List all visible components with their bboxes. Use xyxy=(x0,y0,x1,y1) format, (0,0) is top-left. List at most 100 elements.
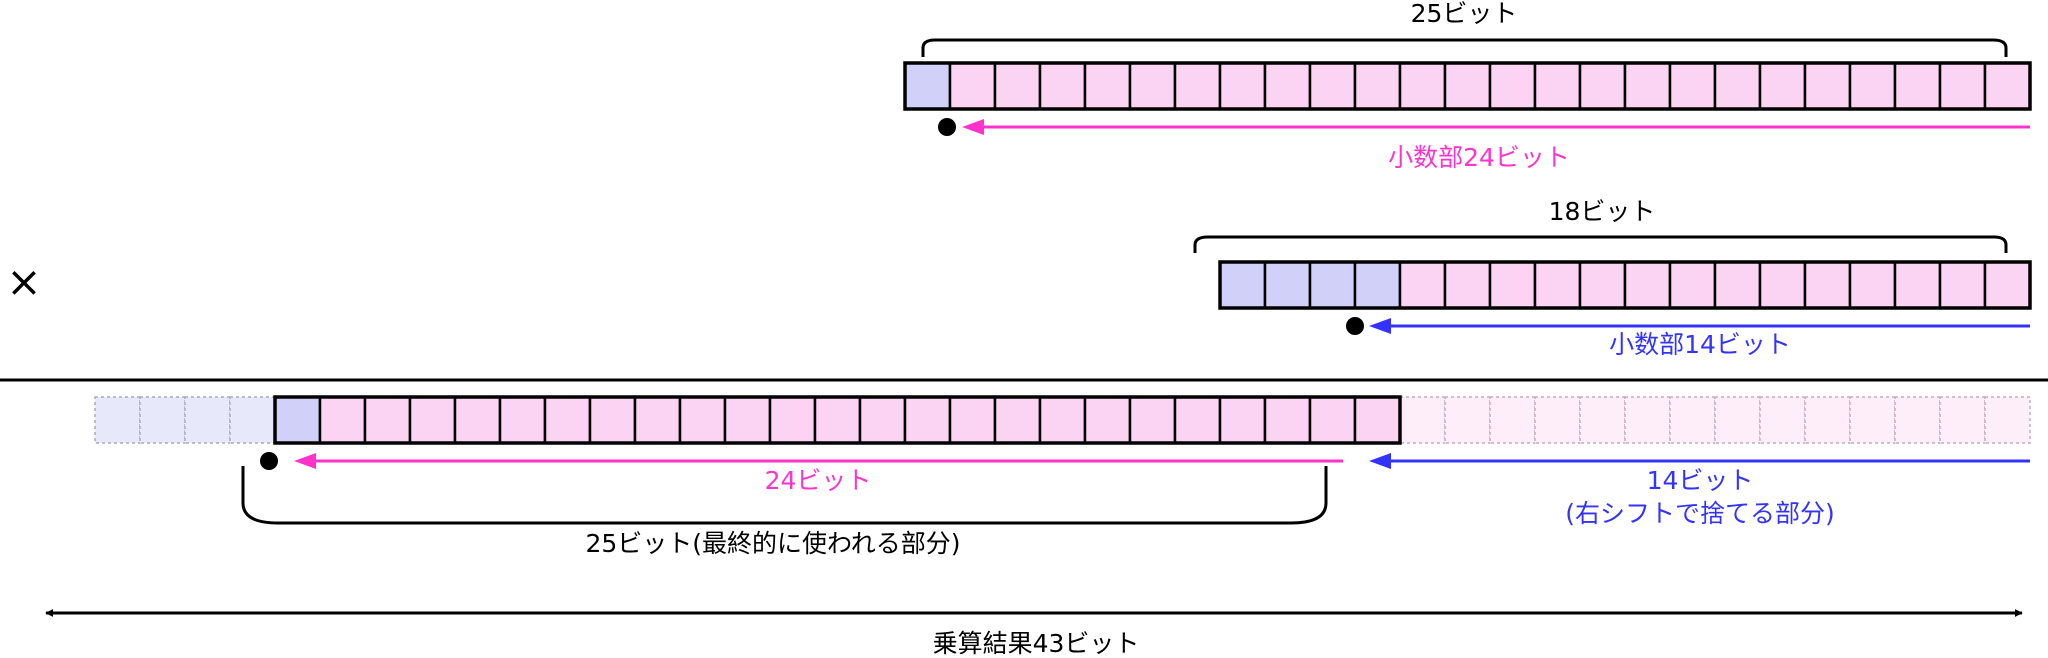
operand-b-fraction-bit-cell xyxy=(1713,260,1762,310)
result-kept-fraction-arrow xyxy=(294,453,1343,469)
operand-a-fraction-arrow xyxy=(962,119,2030,135)
operand-b-fraction-bit-cell xyxy=(1803,260,1852,310)
result-kept-fraction-bit-cell xyxy=(723,395,772,445)
result-kept-fraction-bit-cell xyxy=(813,395,862,445)
operand-a: 25ビット 小数部24ビット xyxy=(903,0,2032,172)
result-unused-integer-bit-cell xyxy=(139,396,186,444)
operand-a-fraction-bit-cell xyxy=(1758,61,1807,111)
result-kept-fraction-label: 24ビット xyxy=(765,466,872,495)
result-discarded-label-line1: 14ビット xyxy=(1647,466,1754,495)
operand-a-fraction-bit-cell xyxy=(1218,61,1267,111)
result-kept-fraction-bit-cell xyxy=(588,395,637,445)
result-discarded-fraction-bit-cell xyxy=(1534,396,1581,444)
operand-b-fraction-bit-cell xyxy=(1848,260,1897,310)
operand-a-fraction-bit-cell xyxy=(1938,61,1987,111)
result-kept-fraction-bit-cell xyxy=(948,395,997,445)
operand-b-fraction-bit-cell xyxy=(1893,260,1942,310)
operand-a-fraction-bit-cell xyxy=(1128,61,1177,111)
result-kept-register-outline xyxy=(273,395,1402,445)
result-kept-fraction-bit-cell xyxy=(633,395,682,445)
operand-a-fraction-bit-cell xyxy=(1308,61,1357,111)
result-kept-fraction-bit-cell xyxy=(1218,395,1267,445)
result-kept-fraction-bit-cell xyxy=(1128,395,1177,445)
operand-a-fraction-bit-cell xyxy=(1848,61,1897,111)
operand-b-fraction-bit-cell xyxy=(1623,260,1672,310)
result-unused-integer-bit-cell xyxy=(94,396,141,444)
operand-a-fraction-label: 小数部24ビット xyxy=(1388,143,1570,172)
result-kept-fraction-bit-cell xyxy=(363,395,412,445)
result-kept-integer-bit-cell xyxy=(273,395,322,445)
operand-a-fraction-bit-cell xyxy=(1173,61,1222,111)
result-discarded-fraction-bit-cell xyxy=(1894,396,1941,444)
operand-a-fraction-bit-cell xyxy=(1443,61,1492,111)
operand-a-fraction-bit-cell xyxy=(1353,61,1402,111)
operand-b-integer-bit-cell xyxy=(1263,260,1312,310)
operand-b-brace-label: 18ビット xyxy=(1549,197,1656,226)
result-kept-fraction-bit-cell xyxy=(1173,395,1222,445)
result-discarded-fraction-bit-cell xyxy=(1984,396,2031,444)
result-discarded-fraction-bit-cell xyxy=(1624,396,1671,444)
operand-a-fraction-bit-cell xyxy=(948,61,997,111)
operand-a-fraction-bit-cell xyxy=(1983,61,2032,111)
result-kept-fraction-bit-cell xyxy=(453,395,502,445)
result-kept-fraction-bit-cell xyxy=(1308,395,1357,445)
result: 24ビット 14ビット (右シフトで捨てる部分) 25ビット(最終的に使われる部… xyxy=(45,395,2031,658)
result-discarded-fraction-bit-cell xyxy=(1444,396,1491,444)
result-kept-fraction-bit-cell xyxy=(498,395,547,445)
operand-a-fraction-bit-cell xyxy=(1398,61,1447,111)
operand-a-fraction-bit-cell xyxy=(1083,61,1132,111)
operand-b: 18ビット 小数部14ビット xyxy=(1193,197,2032,359)
result-unused-integer-bit-cell xyxy=(184,396,231,444)
operand-b-fraction-bit-cell xyxy=(1578,260,1627,310)
result-discarded-fraction-bit-cell xyxy=(1939,396,1986,444)
result-discarded-fraction-bit-cell xyxy=(1669,396,1716,444)
operand-a-fraction-bit-cell xyxy=(1533,61,1582,111)
operand-a-fraction-bit-cell xyxy=(1578,61,1627,111)
operand-a-register xyxy=(903,61,2032,111)
result-kept-fraction-bit-cell xyxy=(903,395,952,445)
result-discarded-label-line2: (右シフトで捨てる部分) xyxy=(1565,499,1835,528)
operand-a-fraction-bit-cell xyxy=(1263,61,1312,111)
operand-a-fraction-bit-cell xyxy=(993,61,1042,111)
result-kept-fraction-bit-cell xyxy=(678,395,727,445)
operand-b-integer-bit-cell xyxy=(1308,260,1357,310)
operand-a-integer-bit-cell xyxy=(903,61,952,111)
result-kept-brace-label: 25ビット(最終的に使われる部分) xyxy=(585,529,960,558)
result-kept-fraction-bit-cell xyxy=(1038,395,1087,445)
operand-b-brace xyxy=(1193,235,2008,253)
result-discarded-fraction-arrow xyxy=(1369,453,2030,469)
operand-b-fraction-bit-cell xyxy=(1668,260,1717,310)
operand-b-fraction-bit-cell xyxy=(1398,260,1447,310)
operand-b-register xyxy=(1218,260,2032,310)
result-discarded-fraction-bit-cell xyxy=(1759,396,1806,444)
result-unused-integer-bit-cell xyxy=(229,396,276,444)
operand-b-fraction-bit-cell xyxy=(1983,260,2032,310)
result-total-label: 乗算結果43ビット xyxy=(933,629,1140,658)
result-discarded-fraction-bit-cell xyxy=(1579,396,1626,444)
result-discarded-fraction-bit-cell xyxy=(1399,396,1446,444)
operand-a-fraction-bit-cell xyxy=(1893,61,1942,111)
multiply-operator: × xyxy=(6,257,41,306)
operand-a-fraction-bit-cell xyxy=(1803,61,1852,111)
result-discarded-fraction-bit-cell xyxy=(1714,396,1761,444)
result-discarded-fraction-bit-cell xyxy=(1849,396,1896,444)
operand-a-fraction-bit-cell xyxy=(1713,61,1762,111)
result-kept-fraction-bit-cell xyxy=(543,395,592,445)
result-register xyxy=(94,395,2031,445)
operand-b-binary-point xyxy=(1346,317,1364,335)
operand-b-fraction-bit-cell xyxy=(1443,260,1492,310)
result-kept-brace xyxy=(241,466,1328,525)
result-kept-fraction-bit-cell xyxy=(318,395,367,445)
operand-a-fraction-bit-cell xyxy=(1623,61,1672,111)
result-kept-fraction-bit-cell xyxy=(1353,395,1402,445)
operand-b-fraction-bit-cell xyxy=(1938,260,1987,310)
operand-a-fraction-bit-cell xyxy=(1038,61,1087,111)
operand-b-fraction-bit-cell xyxy=(1533,260,1582,310)
operand-b-register-outline xyxy=(1218,260,2032,310)
result-discarded-fraction-bit-cell xyxy=(1804,396,1851,444)
operand-b-fraction-arrow xyxy=(1369,318,2030,334)
result-kept-fraction-bit-cell xyxy=(768,395,817,445)
operand-b-integer-bit-cell xyxy=(1218,260,1267,310)
operand-a-brace xyxy=(921,38,2008,57)
